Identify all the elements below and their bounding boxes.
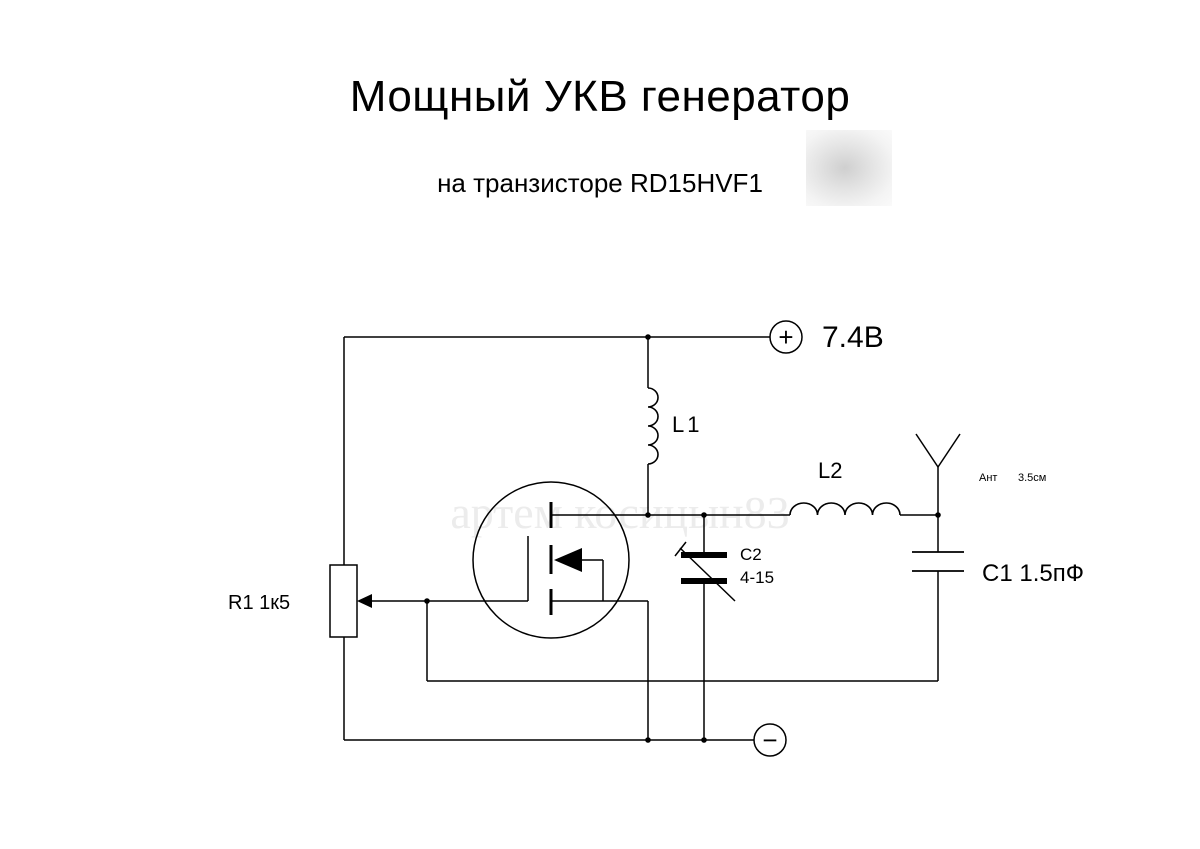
mosfet-transistor — [472, 481, 630, 639]
l1-label: L1 — [672, 412, 702, 437]
l2-inductor — [789, 502, 901, 516]
c2-trimmer-capacitor — [674, 541, 736, 602]
junction-dots — [424, 334, 941, 743]
r1-label: R1 1к5 — [228, 592, 290, 614]
page-subtitle: на транзисторе RD15HVF1 — [437, 168, 763, 198]
minus-symbol: − — [762, 725, 777, 755]
l1-inductor — [647, 387, 659, 465]
c2-value-label: 4-15 — [740, 568, 774, 587]
voltage-label: 7.4В — [822, 321, 884, 354]
antenna-label: Ант — [979, 472, 997, 484]
minus-terminal — [753, 723, 787, 757]
l2-label: L2 — [818, 458, 842, 483]
antenna-length-label: 3.5см — [1018, 472, 1046, 484]
plus-symbol: + — [778, 322, 793, 352]
c1-capacitor — [912, 551, 964, 572]
plus-terminal — [769, 320, 803, 354]
r1-potentiometer — [329, 564, 372, 638]
page-title: Мощный УКВ генератор — [349, 72, 851, 121]
c1-label: C1 1.5пФ — [982, 560, 1084, 587]
wires — [343, 336, 939, 741]
c2-label: C2 — [740, 545, 762, 564]
antenna-symbol — [915, 433, 961, 468]
watermark: артем косицын83 — [450, 487, 789, 538]
author-photo — [806, 130, 892, 206]
